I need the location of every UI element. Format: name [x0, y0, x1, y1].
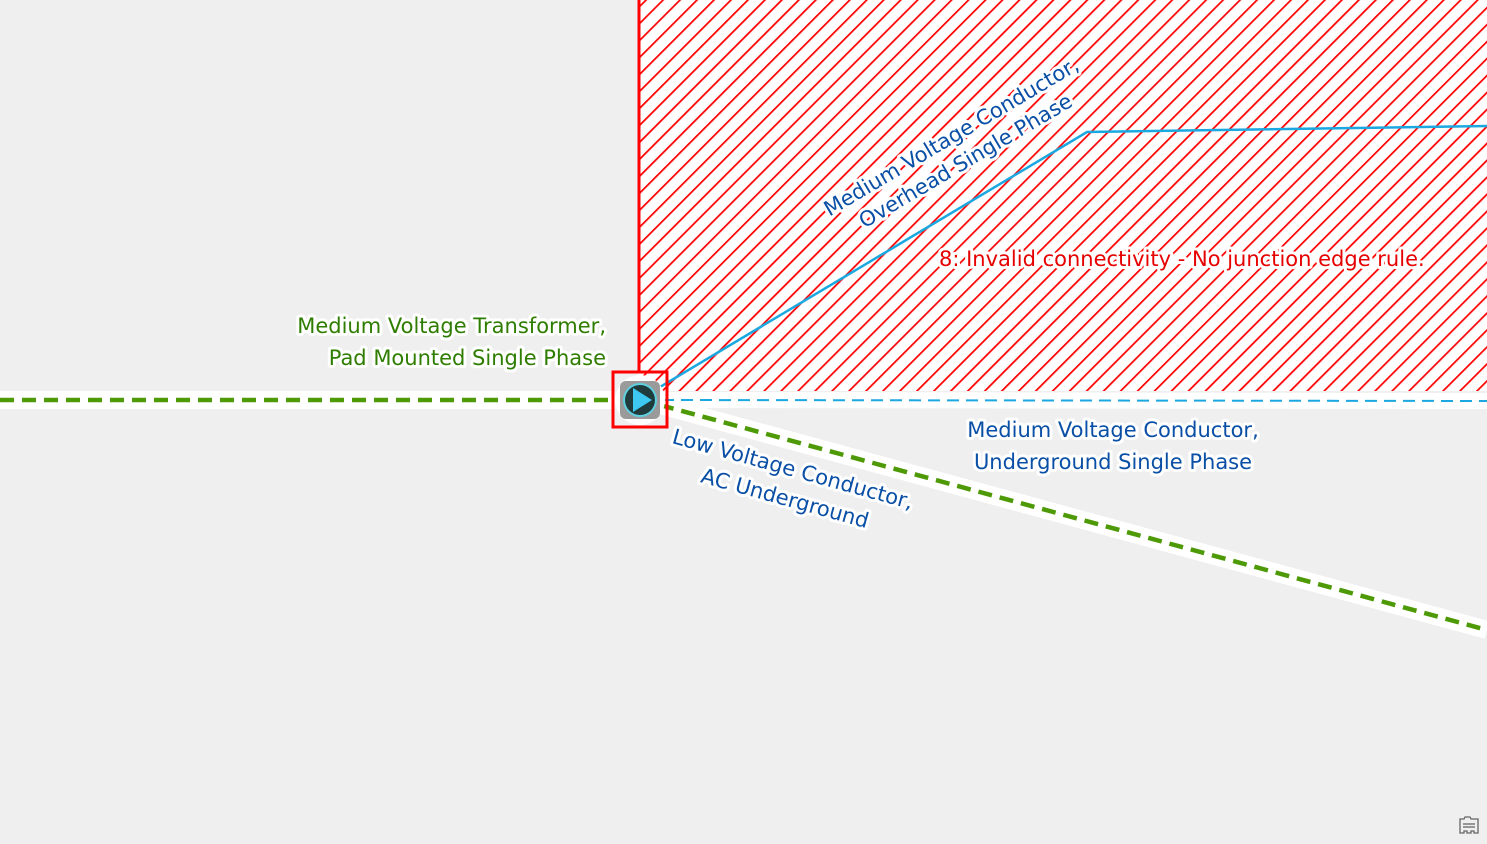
transformer-device[interactable] [611, 370, 669, 429]
transformer-label-1: Medium Voltage Transformer, [297, 314, 606, 338]
attribute-table-icon[interactable] [1458, 815, 1480, 835]
mv-underground-line[interactable] [661, 399, 1487, 402]
mv-underground-label-2: Underground Single Phase [974, 450, 1252, 474]
mv-overhead-line[interactable] [654, 124, 1487, 392]
error-label: 8: Invalid connectivity - No junction ed… [939, 247, 1425, 271]
transformer-label-2: Pad Mounted Single Phase [329, 346, 606, 370]
error-polygon[interactable] [637, 0, 1487, 391]
mv-underground-label-1: Medium Voltage Conductor, [967, 418, 1259, 442]
lv-underground-line[interactable] [659, 402, 1487, 633]
